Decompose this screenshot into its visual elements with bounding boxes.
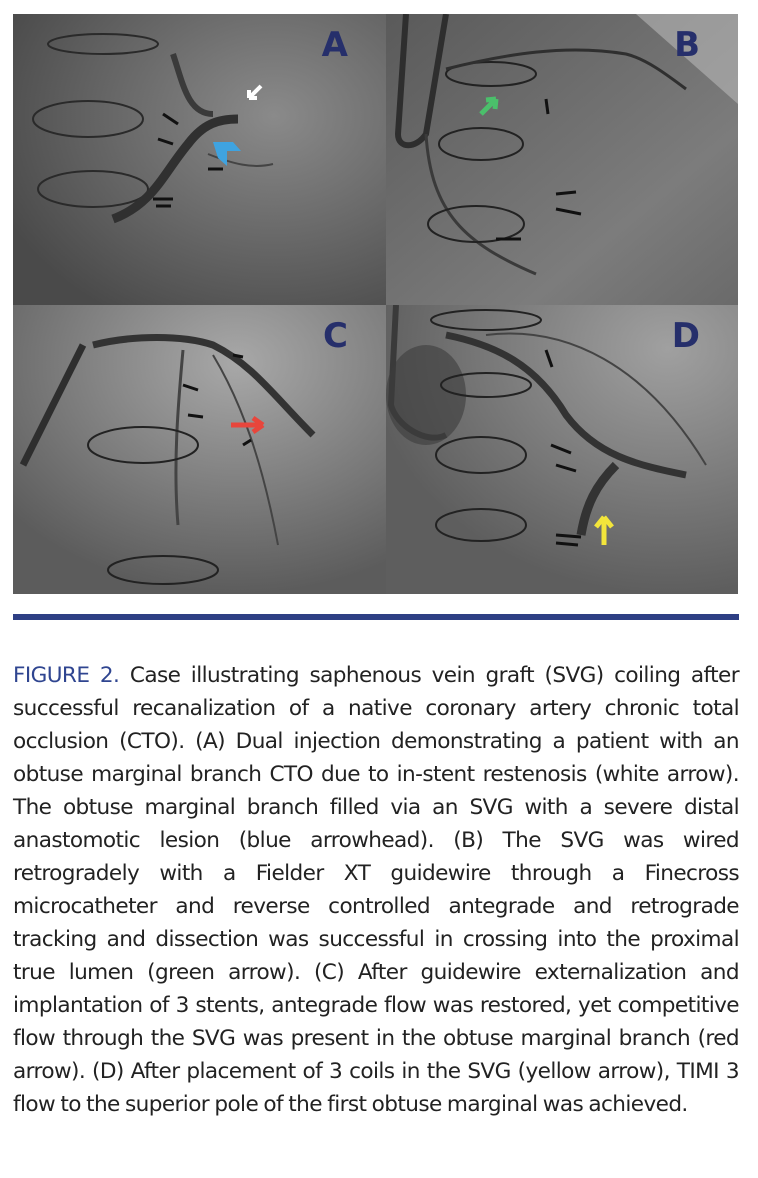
figure-caption: FIGURE 2. Case illustrating saphenous ve… — [13, 659, 740, 1121]
angiogram-image-b — [386, 14, 738, 305]
panel-label-b: B — [674, 25, 700, 65]
panel-b: B — [386, 14, 738, 305]
panel-d: D — [386, 305, 738, 594]
figure-label: FIGURE 2. — [13, 662, 120, 688]
green-arrow-icon — [479, 96, 499, 116]
yellow-arrow-icon — [594, 515, 614, 545]
panel-c: C — [13, 305, 386, 594]
panel-label-c: C — [323, 316, 348, 356]
panel-a: A — [13, 14, 386, 305]
white-arrow-icon — [247, 84, 263, 100]
red-arrow-icon — [231, 415, 265, 435]
caption-divider — [13, 614, 739, 620]
blue-arrowhead-icon — [213, 142, 241, 166]
angiogram-figure: A B — [13, 14, 738, 594]
angiogram-image-c — [13, 305, 386, 594]
panel-label-a: A — [321, 25, 348, 65]
panel-label-d: D — [671, 316, 700, 356]
caption-text: Case illustrating saphenous vein graft (… — [13, 662, 740, 1117]
angiogram-image-a — [13, 14, 386, 305]
angiogram-image-d — [386, 305, 738, 594]
